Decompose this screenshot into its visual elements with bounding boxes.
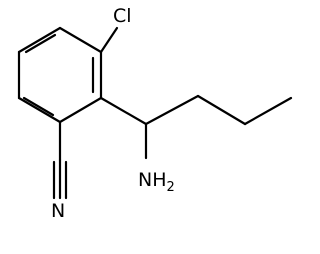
nitrile-nitrogen-label: N <box>51 200 65 222</box>
bond-ring-alpha-carbon <box>99 96 148 126</box>
benzene-ring <box>17 26 103 124</box>
amine-main-label: NH <box>138 169 167 191</box>
ring-bond-c5-c6 <box>17 26 62 54</box>
ring-double-bond-inner-2 <box>22 96 55 117</box>
molecule-drawing: Cl N NH2 <box>17 5 293 222</box>
bond-alpha-beta <box>144 94 200 126</box>
bond-beta-gamma <box>196 94 247 126</box>
chlorine-label: Cl <box>113 5 132 27</box>
bond-gamma-delta <box>243 96 293 126</box>
amine-subscript: 2 <box>167 180 175 195</box>
ring-bond-c3-c4 <box>17 96 62 124</box>
ring-double-bond-inner-3 <box>24 33 57 54</box>
ring-bond-c6-c1 <box>58 26 103 54</box>
amine-label: NH2 <box>138 169 175 195</box>
ring-bond-c2-c3 <box>58 96 103 124</box>
structure-canvas: Cl N NH2 <box>17 5 293 222</box>
bond-ring-chlorine <box>99 26 119 54</box>
